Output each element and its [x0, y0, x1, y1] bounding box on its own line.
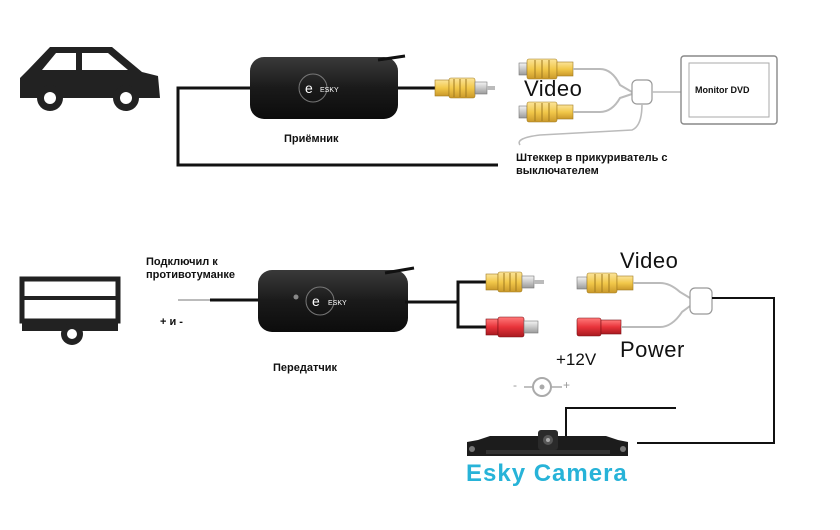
receiver-brand: ESKY	[320, 87, 339, 94]
transmitter-device-label: Передатчик	[273, 362, 338, 374]
polarity-plus-label: +	[563, 378, 571, 392]
receiver-device-label: Приёмник	[284, 133, 339, 145]
trailer-icon	[19, 276, 121, 345]
camera-power-socket	[576, 317, 622, 337]
camera-power-label: Power	[620, 337, 685, 362]
camera-icon	[467, 430, 628, 456]
transmitter-output-cables	[405, 280, 488, 329]
rca-plug-icon	[434, 77, 495, 99]
monitor-y-splitter	[631, 79, 653, 105]
antenna-icon	[384, 266, 415, 275]
polarity-symbol-icon	[524, 377, 562, 397]
camera-video-label: Video	[620, 248, 679, 273]
monitor-y-cable	[573, 68, 633, 113]
receiver-brand-logo: e	[305, 80, 313, 96]
receiver-power-cable	[176, 86, 498, 167]
monitor-icon	[680, 55, 778, 125]
monitor-rca-plug-bottom	[518, 101, 574, 123]
car-icon	[20, 47, 160, 111]
monitor-y-cable-out	[518, 91, 684, 146]
camera-y-cable	[621, 282, 691, 328]
camera-cable-run	[565, 297, 775, 444]
transmitter-brand: ESKY	[328, 300, 347, 307]
monitor-label: Monitor DVD	[695, 85, 750, 95]
rca-plug-icon	[485, 271, 544, 293]
transmitter-connection-note: Подключил к противотуманке	[146, 256, 236, 281]
receiver-box: e ESKY	[250, 54, 406, 119]
transmitter-brand-logo: e	[312, 293, 320, 309]
antenna-icon	[377, 54, 406, 62]
camera-y-splitter	[689, 287, 713, 315]
power-plug-icon	[485, 316, 539, 338]
receiver-power-note: Штеккер в прикуриватель с выключателем	[516, 152, 668, 177]
voltage-label: +12V	[556, 350, 597, 369]
camera-brand-label: Esky Camera	[466, 460, 628, 487]
transmitter-polarity-note: + и -	[160, 316, 183, 328]
camera-rca-plug	[576, 272, 634, 294]
receiver-video-label: Video	[524, 76, 583, 101]
polarity-minus-label: -	[513, 378, 517, 392]
monitor-rca-plug-top	[518, 58, 574, 80]
transmitter-box: e ESKY	[258, 266, 415, 332]
